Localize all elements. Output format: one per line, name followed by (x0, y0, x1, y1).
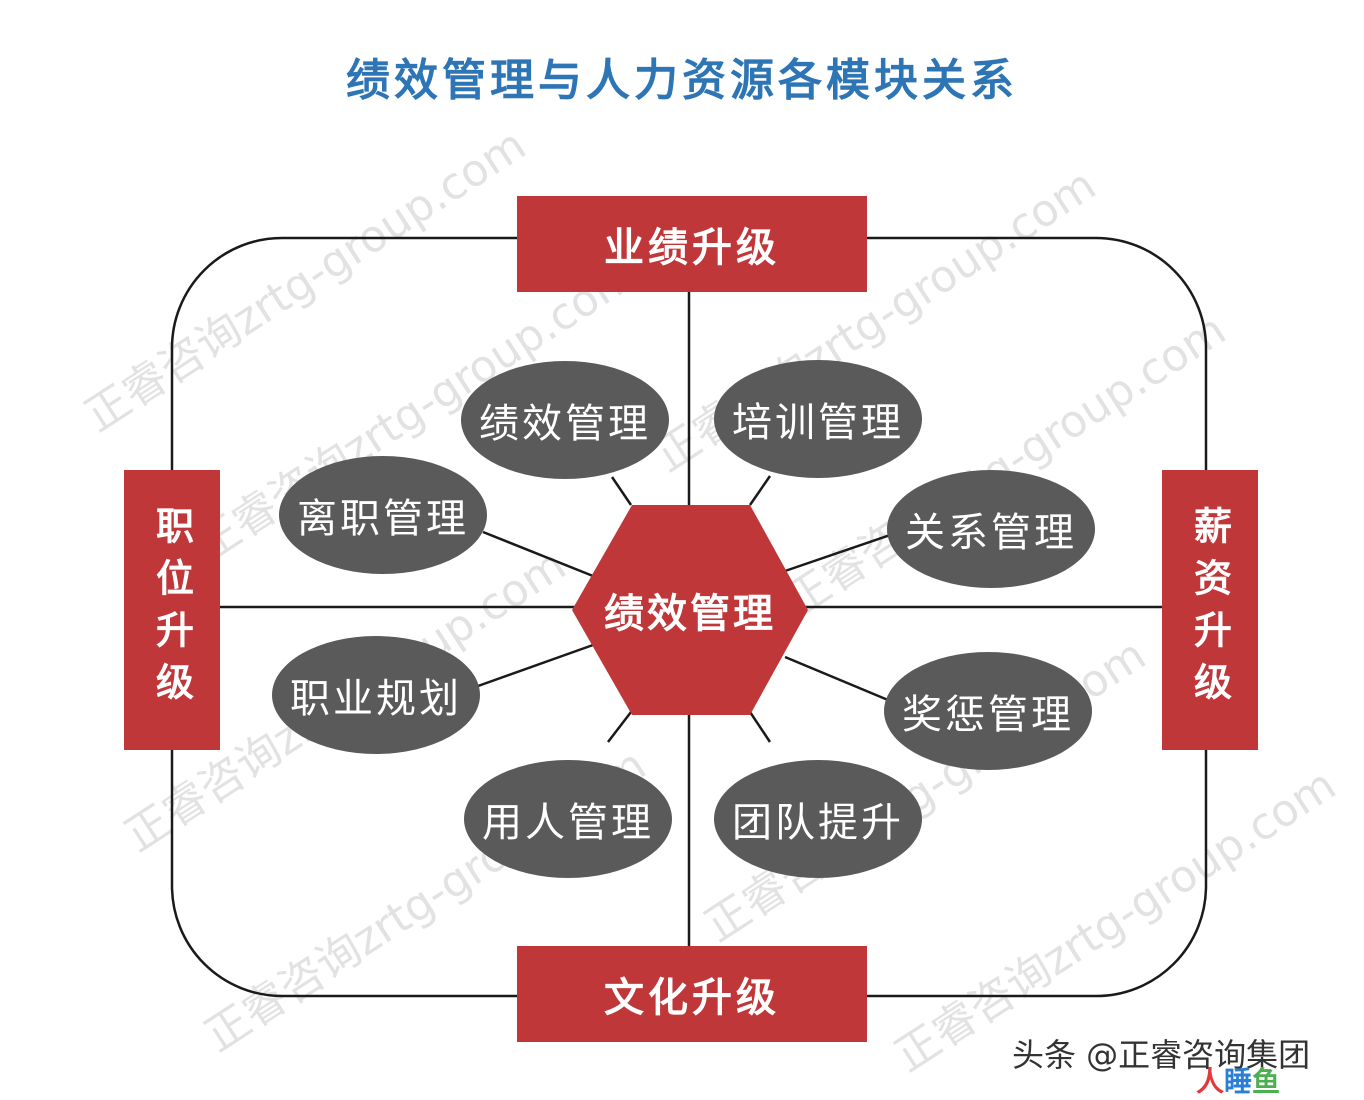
center-hexagon (572, 505, 808, 715)
oval-relations-management: 关系管理 (887, 470, 1095, 588)
logo-part: 鱼 (1252, 1065, 1281, 1098)
oval-resignation-management: 离职管理 (279, 456, 487, 574)
bottom-box-culture-upgrade: 文化升级 (517, 946, 867, 1042)
left-box-position-upgrade: 职位升级 (124, 470, 220, 750)
diagram-title: 绩效管理与人力资源各模块关系 (346, 55, 1018, 106)
oval-performance-management: 绩效管理 (461, 361, 669, 479)
logo-part: 人 (1196, 1065, 1225, 1098)
spoke-line (607, 711, 632, 743)
source-credit: 头条 @正睿咨询集团 (1012, 1036, 1311, 1074)
oval-team-improvement: 团队提升 (714, 760, 922, 878)
spoke-line (784, 533, 891, 573)
spoke-line (477, 643, 594, 688)
site-logo: 人睡鱼 (1196, 1060, 1280, 1100)
oval-training-management: 培训管理 (714, 360, 922, 478)
spoke-line (748, 711, 772, 743)
oval-reward-penalty-management: 奖惩管理 (884, 652, 1092, 770)
oval-staffing-management: 用人管理 (464, 760, 672, 878)
spoke-line (748, 475, 772, 506)
top-box-performance-upgrade: 业绩升级 (517, 196, 867, 292)
right-box-salary-upgrade: 薪资升级 (1162, 470, 1258, 750)
logo-part: 睡 (1224, 1065, 1253, 1098)
oval-career-planning: 职业规划 (272, 636, 480, 754)
spoke-line (610, 476, 633, 506)
center-node-label: 绩效管理 (604, 591, 776, 637)
spoke-line (784, 655, 889, 702)
spoke-line (482, 530, 594, 578)
